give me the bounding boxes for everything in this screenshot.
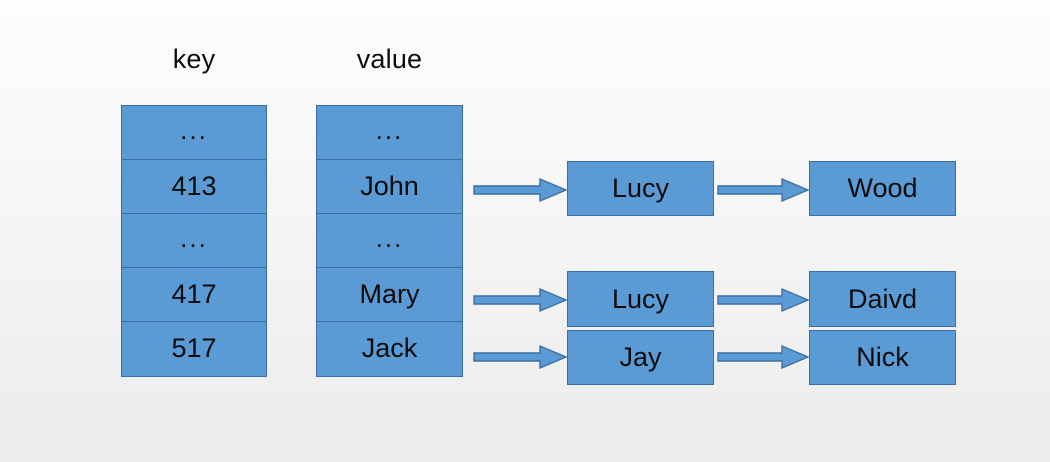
key-cell[interactable]: ... — [121, 213, 267, 269]
chain-node-lucy-1[interactable]: Lucy — [567, 161, 714, 216]
arrow-lucy-to-daivd — [717, 287, 810, 313]
value-cell[interactable]: John — [316, 159, 463, 215]
chain-node-jay[interactable]: Jay — [567, 330, 714, 385]
key-cell[interactable]: ... — [121, 105, 267, 161]
arrow-lucy-to-wood — [717, 177, 810, 203]
value-cell[interactable]: Jack — [316, 321, 463, 377]
arrow-john-to-lucy — [473, 177, 568, 203]
chain-node-lucy-2[interactable]: Lucy — [567, 271, 714, 327]
key-column: ... 413 ... 417 517 — [121, 105, 267, 377]
arrow-jay-to-nick — [717, 344, 810, 370]
value-column: ... John ... Mary Jack — [316, 105, 463, 377]
chain-node-nick[interactable]: Nick — [809, 330, 956, 385]
arrow-jack-to-jay — [473, 344, 568, 370]
chain-node-wood[interactable]: Wood — [809, 161, 956, 216]
key-cell[interactable]: 413 — [121, 159, 267, 215]
arrow-mary-to-lucy — [473, 287, 568, 313]
column-header-value: value — [356, 44, 423, 74]
column-header-key: key — [172, 44, 216, 74]
value-cell[interactable]: Mary — [316, 267, 463, 323]
chain-node-daivd[interactable]: Daivd — [809, 271, 956, 327]
value-cell[interactable]: ... — [316, 213, 463, 269]
key-cell[interactable]: 417 — [121, 267, 267, 323]
value-cell[interactable]: ... — [316, 105, 463, 161]
key-cell[interactable]: 517 — [121, 321, 267, 377]
